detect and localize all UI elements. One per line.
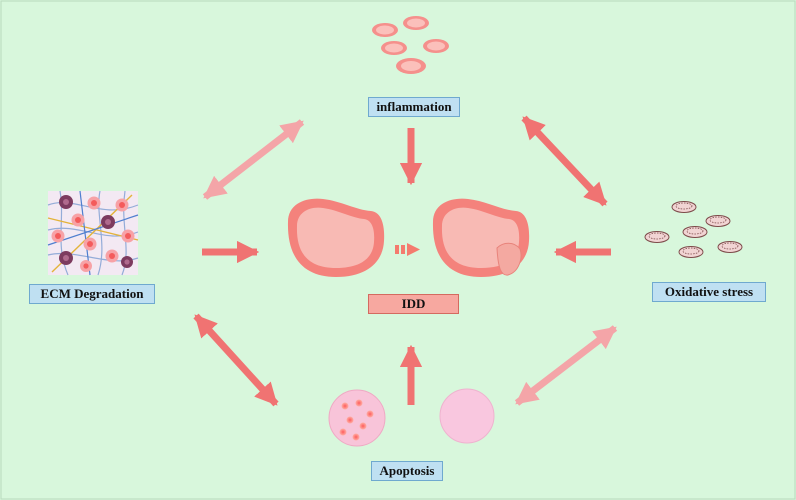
arrow-inflammation-oxidative	[521, 115, 608, 207]
ecm-cell-matrix-icon	[47, 190, 139, 276]
oxidative-cell-dishes-icon	[644, 201, 743, 258]
arrow-apoptosis-oxidative	[514, 325, 618, 406]
normal-disc-icon	[287, 198, 385, 277]
disc-transition-arrow	[395, 243, 420, 256]
idd-label: IDD	[368, 294, 459, 314]
degenerated-disc-icon	[432, 198, 530, 277]
healthy-cell-icon	[439, 388, 495, 444]
apoptotic-cell-icon	[328, 389, 386, 447]
ecm-degradation-label: ECM Degradation	[29, 284, 155, 304]
oxidative-stress-label: Oxidative stress	[652, 282, 766, 302]
inflammation-cells-icon	[372, 16, 449, 74]
arrow-ecm-apoptosis	[193, 313, 279, 407]
arrow-ecm-inflammation	[202, 119, 305, 200]
inflammation-label: inflammation	[368, 97, 460, 117]
apoptosis-label: Apoptosis	[371, 461, 443, 481]
